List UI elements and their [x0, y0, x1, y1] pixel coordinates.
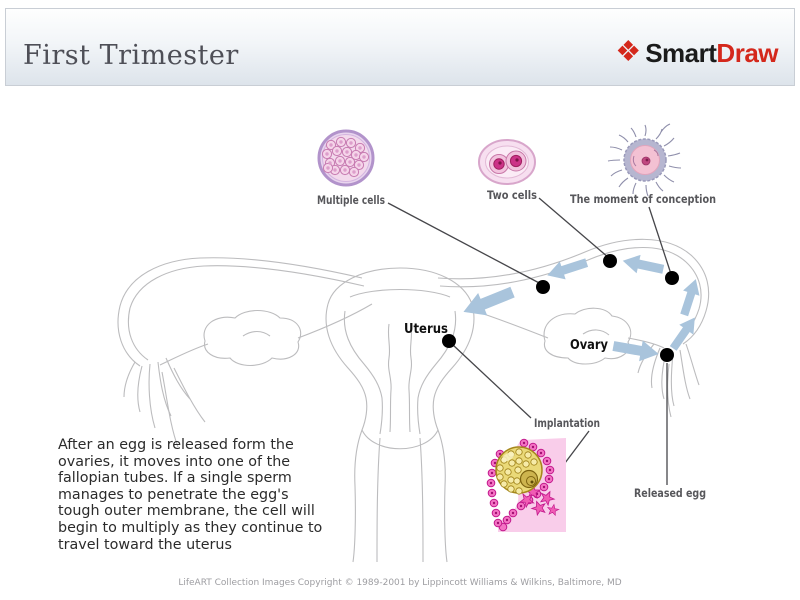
flow-arrow	[612, 340, 659, 362]
implantation-illustration	[486, 438, 566, 532]
diagram-canvas: Multiple cells Two cells The moment of c…	[0, 86, 800, 596]
label-multiple-cells: Multiple cells	[317, 193, 385, 207]
stage-dots	[442, 254, 679, 362]
label-two-cells: Two cells	[487, 188, 537, 202]
stage-dot-released-egg	[660, 348, 674, 362]
copyright-notice: LifeART Collection Images Copyright © 19…	[178, 578, 622, 588]
logo-text-draw: Draw	[716, 38, 778, 68]
leader-lines	[387, 197, 672, 488]
two-cells-illustration	[478, 139, 536, 185]
page-title: First Trimester	[23, 40, 239, 71]
conception-illustration	[607, 123, 682, 197]
first-trimester-diagram: Multiple cells Two cells The moment of c…	[117, 123, 716, 563]
label-implantation: Implantation	[534, 416, 600, 430]
stage-dot-multiple-cells	[536, 280, 550, 294]
multiple-cells-illustration	[317, 129, 375, 187]
logo-text-smart: Smart	[645, 38, 717, 68]
stage-dot-implantation	[442, 334, 456, 348]
description-text: After an egg is released form the ovarie…	[58, 437, 323, 553]
flow-arrows	[463, 254, 700, 362]
stage-dot-two-cells	[603, 254, 617, 268]
label-released-egg: Released egg	[634, 486, 706, 500]
label-conception: The moment of conception	[570, 192, 716, 206]
flow-arrow	[680, 279, 700, 317]
uterus-anatomy	[117, 238, 710, 563]
logo-wordmark: SmartDraw	[645, 38, 778, 69]
header-bar: First Trimester ❖ SmartDraw	[5, 8, 795, 86]
flow-arrow	[547, 258, 589, 280]
stage-dot-conception	[665, 271, 679, 285]
label-ovary: Ovary	[570, 338, 608, 353]
diamond-cluster-icon: ❖	[615, 36, 642, 68]
flow-arrow	[622, 254, 665, 274]
flow-arrow	[463, 286, 515, 316]
smartdraw-logo: ❖ SmartDraw	[615, 38, 778, 69]
flow-arrow	[669, 317, 695, 351]
label-uterus: Uterus	[404, 322, 448, 337]
